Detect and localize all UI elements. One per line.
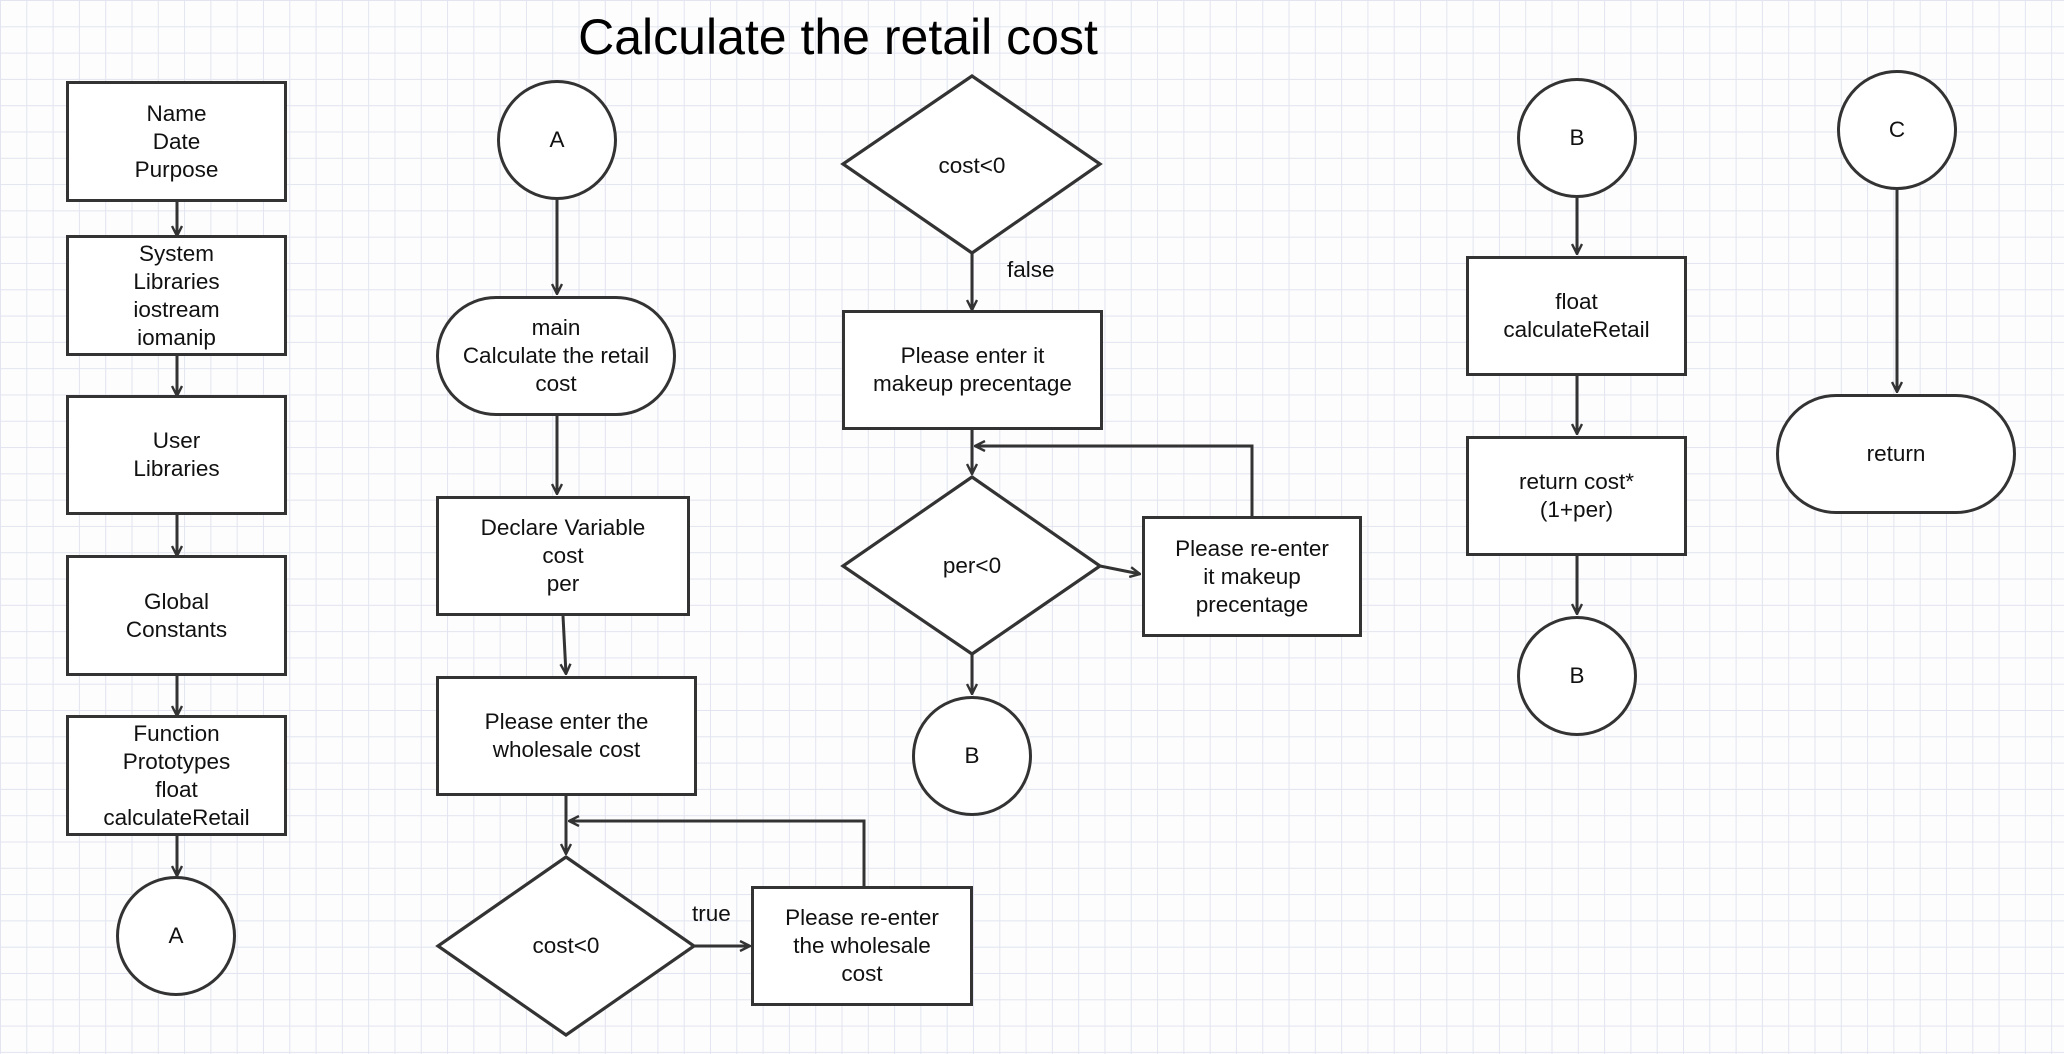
- connector-c: C: [1837, 70, 1957, 190]
- return-terminal: return: [1776, 394, 2016, 514]
- global-constants-box: Global Constants: [66, 555, 287, 676]
- edge-label-false: false: [1007, 257, 1055, 282]
- edge-declare-to-enter-wholesale: [563, 615, 566, 674]
- reenter-markup-box: Please re-enter it makeup precentage: [1142, 516, 1362, 637]
- decision-cost-check-top-label: cost<0: [938, 153, 1006, 178]
- connector-b-mid: B: [912, 696, 1032, 816]
- edge-per-check-true: [1099, 564, 1140, 574]
- decision-cost-check-bottom-label: cost<0: [532, 933, 600, 958]
- decision-cost-check-bottom: [435, 855, 697, 1037]
- header-info-box: Name Date Purpose: [66, 81, 287, 202]
- enter-markup-box: Please enter it makeup precentage: [842, 310, 1103, 430]
- reenter-wholesale-box: Please re-enter the wholesale cost: [751, 886, 973, 1006]
- decision-cost-check-top: [840, 74, 1103, 255]
- user-libraries-box: User Libraries: [66, 395, 287, 515]
- enter-wholesale-box: Please enter the wholesale cost: [436, 676, 697, 796]
- decision-per-check-label: per<0: [942, 553, 1002, 578]
- edge-reenter-markup-loop: [975, 446, 1254, 516]
- function-prototypes-box: Function Prototypes float calculateRetai…: [66, 715, 287, 836]
- connector-a-main: A: [497, 80, 617, 200]
- connector-b-bottom: B: [1517, 616, 1637, 736]
- decision-per-check: [840, 475, 1103, 656]
- main-start-terminal: main Calculate the retail cost: [436, 296, 676, 416]
- edge-reenter-wholesale-loop: [569, 821, 866, 886]
- declare-variables-box: Declare Variable cost per: [436, 496, 690, 616]
- connector-b-top: B: [1517, 78, 1637, 198]
- calculate-retail-function-box: float calculateRetail: [1466, 256, 1687, 376]
- system-libraries-box: System Libraries iostream iomanip: [66, 235, 287, 356]
- edge-label-true: true: [692, 901, 731, 926]
- return-expression-box: return cost* (1+per): [1466, 436, 1687, 556]
- diagram-title: Calculate the retail cost: [578, 9, 1098, 65]
- connector-a-left: A: [116, 876, 236, 996]
